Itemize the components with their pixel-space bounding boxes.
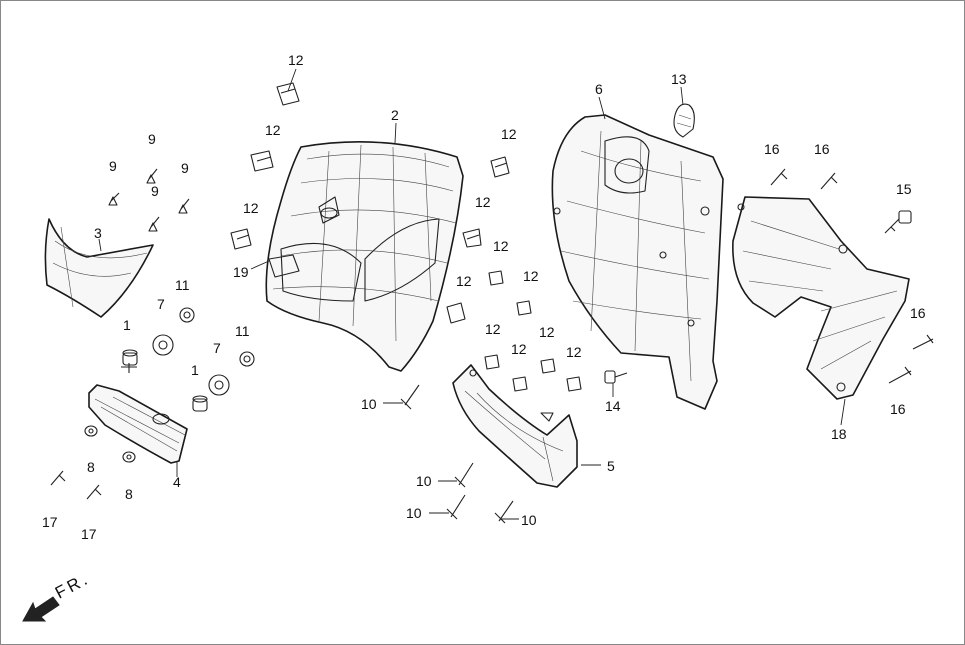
screws-16: [770, 168, 934, 384]
part-6-inner-cover: [551, 114, 724, 410]
callout-labels: 1 1 2 3 4 5 6 7 7 8 8 9 9 9 9 10 10 10 1…: [42, 52, 926, 542]
callout-2: 2: [391, 107, 399, 123]
callout-7: 7: [213, 340, 221, 356]
callout-12: 12: [456, 273, 472, 289]
part-18-side-panel: [732, 196, 910, 400]
callout-9: 9: [151, 183, 159, 199]
callout-9: 9: [109, 158, 117, 174]
callout-10: 10: [361, 396, 377, 412]
callout-12: 12: [511, 341, 527, 357]
callout-12: 12: [501, 126, 517, 142]
callout-4: 4: [173, 474, 181, 490]
screws-17: [50, 470, 102, 500]
callout-11: 11: [235, 323, 250, 339]
part-4-lower-tray: [88, 363, 188, 464]
callout-12: 12: [523, 268, 539, 284]
callout-7: 7: [157, 296, 165, 312]
callout-12: 12: [566, 344, 582, 360]
bolt-14: [604, 370, 628, 384]
clip-13: [673, 103, 695, 138]
callout-16: 16: [814, 141, 830, 157]
callout-17: 17: [81, 526, 97, 542]
callout-8: 8: [87, 459, 95, 475]
leader-lines: [98, 68, 846, 520]
callout-9: 9: [181, 160, 189, 176]
callout-12: 12: [485, 321, 501, 337]
screws-9: [108, 168, 190, 232]
part-2-front-cover: [265, 141, 464, 372]
callout-12: 12: [539, 324, 555, 340]
callout-13: 13: [671, 71, 687, 87]
callout-8: 8: [125, 486, 133, 502]
callout-19: 19: [233, 264, 249, 280]
part-5-lower-cover: [452, 364, 578, 488]
callout-16: 16: [890, 401, 906, 417]
callout-16: 16: [764, 141, 780, 157]
part-3-front-trim: [44, 218, 154, 318]
callout-6: 6: [595, 81, 603, 97]
callout-10: 10: [521, 512, 537, 528]
callout-12: 12: [265, 122, 281, 138]
callout-10: 10: [406, 505, 422, 521]
front-arrow-icon: [22, 596, 60, 622]
callout-15: 15: [896, 181, 912, 197]
callout-12: 12: [493, 238, 509, 254]
washers-8: [84, 425, 136, 463]
clips-12: [230, 82, 582, 392]
front-direction-arrow: FR.: [22, 569, 93, 622]
callout-17: 17: [42, 514, 58, 530]
callout-10: 10: [416, 473, 432, 489]
callout-9: 9: [148, 131, 156, 147]
screws-10: [400, 384, 514, 524]
callout-18: 18: [831, 426, 847, 442]
front-indicator-label: FR.: [52, 569, 93, 603]
callout-1: 1: [123, 317, 131, 333]
bolt-15: [884, 210, 912, 234]
callout-3: 3: [94, 225, 102, 241]
callout-12: 12: [243, 200, 259, 216]
callout-12: 12: [475, 194, 491, 210]
callout-12: 12: [288, 52, 304, 68]
grommets-1-7-11: [122, 307, 255, 412]
callout-1: 1: [191, 362, 199, 378]
callout-14: 14: [605, 398, 621, 414]
callout-11: 11: [175, 277, 190, 293]
callout-5: 5: [607, 458, 615, 474]
callout-16: 16: [910, 305, 926, 321]
